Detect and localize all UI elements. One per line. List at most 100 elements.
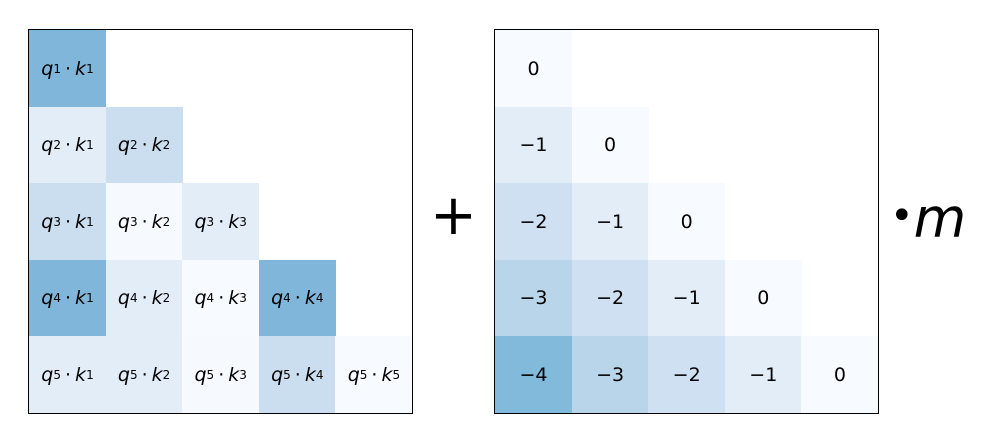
key-index: 2 (162, 367, 171, 382)
key-symbol: k (228, 287, 240, 310)
bias-cell: −1 (648, 259, 726, 337)
bias-cell: −2 (571, 259, 649, 337)
query-symbol: q (117, 287, 130, 310)
query-symbol: q (41, 134, 54, 157)
bias-cell: −1 (724, 336, 802, 414)
query-symbol: q (194, 287, 207, 310)
bias-value: 0 (833, 363, 846, 386)
bias-cell: −4 (495, 336, 572, 414)
dot-operator: · (141, 134, 148, 157)
dot-operator: · (294, 363, 301, 386)
bias-value: 0 (527, 57, 540, 80)
key-symbol: k (75, 287, 87, 310)
multiply-bullet: • (890, 193, 914, 239)
dot-operator: · (65, 57, 72, 80)
key-index: 1 (86, 138, 94, 153)
bias-cell: 0 (495, 30, 572, 107)
query-index: 4 (53, 291, 61, 306)
query-symbol: q (41, 287, 54, 310)
query-symbol: q (194, 363, 207, 386)
plus-sign: + (430, 183, 477, 248)
slope-m: m (913, 187, 967, 250)
query-index: 1 (53, 61, 61, 76)
key-symbol: k (75, 57, 87, 80)
dot-operator: · (218, 363, 225, 386)
bias-value: −3 (596, 363, 625, 386)
key-symbol: k (304, 287, 316, 310)
dot-operator: · (65, 210, 72, 233)
key-symbol: k (151, 287, 163, 310)
query-symbol: q (117, 210, 130, 233)
dot-operator: · (65, 134, 72, 157)
dot-operator: · (218, 287, 225, 310)
query-index: 3 (53, 214, 61, 229)
bias-cell: −3 (495, 259, 572, 337)
query-symbol: q (117, 363, 130, 386)
query-symbol: q (194, 210, 207, 233)
bias-value: −2 (519, 210, 548, 233)
key-symbol: k (151, 134, 163, 157)
query-symbol: q (347, 363, 360, 386)
query-index: 3 (206, 214, 215, 229)
key-index: 2 (162, 138, 171, 153)
key-symbol: k (228, 363, 240, 386)
bias-cell: 0 (648, 183, 726, 261)
query-symbol: q (41, 57, 54, 80)
bias-cell: 0 (571, 106, 649, 184)
query-index: 5 (359, 367, 368, 382)
query-index: 5 (206, 367, 215, 382)
query-symbol: q (41, 210, 54, 233)
bias-value: −2 (672, 363, 701, 386)
bias-value: −4 (519, 363, 548, 386)
query-index: 5 (53, 367, 61, 382)
dot-operator: · (218, 210, 225, 233)
query-index: 2 (53, 138, 61, 153)
bias-cell: 0 (724, 259, 802, 337)
query-index: 5 (129, 367, 138, 382)
query-index: 4 (283, 291, 291, 306)
dot-operator: · (294, 287, 301, 310)
query-symbol: q (271, 363, 284, 386)
query-index: 3 (129, 214, 138, 229)
query-index: 4 (129, 291, 138, 306)
bias-cell: −1 (495, 106, 572, 184)
query-index: 5 (283, 367, 291, 382)
key-symbol: k (304, 363, 316, 386)
query-symbol: q (117, 134, 130, 157)
dot-operator: · (371, 363, 378, 386)
bias-value: −1 (749, 363, 778, 386)
bias-value: −1 (519, 134, 548, 157)
key-symbol: k (75, 134, 87, 157)
bias-value: −1 (596, 210, 625, 233)
key-index: 3 (239, 367, 247, 382)
bias-cell: 0 (801, 336, 879, 414)
dot-operator: · (141, 287, 148, 310)
bias-value: −1 (672, 287, 701, 310)
key-index: 4 (315, 291, 324, 306)
key-symbol: k (151, 210, 163, 233)
key-index: 5 (392, 367, 401, 382)
bias-cell: −3 (571, 336, 649, 414)
key-symbol: k (75, 363, 87, 386)
key-index: 3 (239, 214, 247, 229)
dot-operator: · (141, 210, 148, 233)
bias-cell: −2 (495, 183, 572, 261)
key-index: 1 (86, 214, 94, 229)
dot-operator: · (65, 287, 72, 310)
bias-cell: −2 (648, 336, 726, 414)
